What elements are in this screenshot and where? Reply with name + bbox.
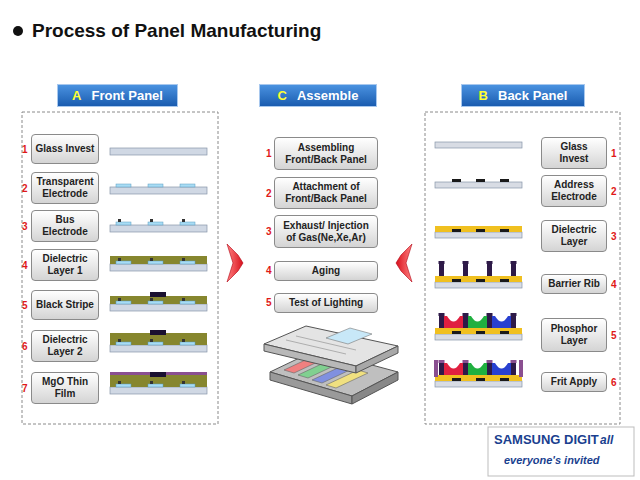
box-text: Exhaust/ Injection of Gas(Ne,Xe,Ar)	[278, 220, 374, 244]
step-number: 5	[22, 300, 28, 311]
section-header: B Back Panel	[461, 84, 585, 107]
front-stage	[110, 292, 207, 311]
logo-frame	[488, 427, 634, 476]
process-box: Dielectric Layer	[541, 220, 607, 252]
box-text: Frit Apply	[551, 376, 597, 388]
process-box: Dielectric Layer 1	[31, 249, 99, 281]
section-letter: A	[72, 88, 81, 103]
step-number: 4	[611, 279, 617, 290]
front-stage	[110, 372, 207, 394]
title-bullet	[13, 26, 23, 36]
process-box: MgO Thin Film	[31, 372, 99, 404]
box-text: Transparent Electrode	[35, 176, 95, 200]
step-number: 3	[22, 221, 28, 232]
process-box: Transparent Electrode	[31, 172, 99, 204]
process-box: Exhaust/ Injection of Gas(Ne,Xe,Ar)	[274, 215, 378, 248]
back-stage	[434, 360, 523, 387]
front-stage	[110, 256, 207, 271]
back-layers	[434, 142, 523, 387]
step-number: 3	[266, 226, 272, 237]
section-header: C Assemble	[259, 84, 377, 107]
step-number: 4	[22, 260, 28, 271]
section-header: A Front Panel	[57, 84, 178, 107]
box-text: Glass Invest	[545, 141, 603, 165]
process-box: Assembling Front/Back Panel	[274, 137, 378, 170]
front-stage	[110, 330, 207, 352]
process-box: Black Stripe	[31, 290, 99, 320]
process-box: Glass Invest	[541, 137, 607, 169]
step-number: 1	[611, 148, 617, 159]
box-text: Front Panel	[91, 88, 163, 103]
box-text: Assemble	[297, 88, 358, 103]
back-stage	[435, 313, 522, 340]
section-letter: B	[479, 88, 488, 103]
back-stage	[435, 142, 522, 148]
step-number: 5	[611, 330, 617, 341]
box-text: Back Panel	[498, 88, 567, 103]
step-number: 3	[611, 231, 617, 242]
page-title: Process of Panel Manufacturing	[32, 20, 321, 42]
back-stage	[435, 261, 522, 288]
flow-arrow	[396, 244, 412, 282]
process-box: Test of Lighting	[274, 293, 378, 313]
back-region	[425, 112, 620, 424]
brand-slogan: everyone's invited	[504, 454, 600, 466]
box-text: Dielectric Layer 1	[35, 253, 95, 277]
process-box: Glass Invest	[31, 134, 99, 164]
box-text: Dielectric Layer	[545, 224, 603, 248]
box-text: Attachment of Front/Back Panel	[278, 181, 374, 205]
box-text: Glass Invest	[36, 143, 95, 155]
process-box: Frit Apply	[541, 372, 607, 392]
process-box: Phosphor Layer	[541, 318, 607, 352]
box-text: Dielectric Layer 2	[35, 334, 95, 358]
process-box: Address Electrode	[541, 175, 607, 207]
box-text: Bus Electrode	[35, 214, 95, 238]
process-box: Aging	[274, 261, 378, 281]
front-stage	[110, 148, 207, 155]
front-region	[22, 112, 218, 424]
process-box: Bus Electrode	[31, 210, 99, 242]
step-number: 2	[22, 183, 28, 194]
section-letter: C	[278, 88, 287, 103]
front-layers	[110, 148, 207, 394]
box-text: Phosphor Layer	[545, 323, 603, 347]
box-text: Assembling Front/Back Panel	[278, 142, 374, 166]
box-text: Test of Lighting	[289, 297, 363, 309]
step-number: 1	[22, 144, 28, 155]
box-text: Black Stripe	[36, 299, 94, 311]
box-text: MgO Thin Film	[35, 376, 95, 400]
process-box: Barrier Rib	[541, 274, 607, 294]
step-number: 1	[266, 148, 272, 159]
brand-logo: SAMSUNG DIGIT	[494, 432, 599, 447]
back-stage	[435, 226, 522, 238]
brand-logo: all	[600, 433, 613, 447]
step-number: 2	[266, 188, 272, 199]
back-stage	[435, 179, 522, 188]
process-box: Attachment of Front/Back Panel	[274, 177, 378, 209]
front-stage	[110, 184, 207, 194]
step-number: 6	[22, 341, 28, 352]
panel-illustration	[264, 326, 398, 404]
step-number: 4	[266, 265, 272, 276]
step-number: 5	[266, 297, 272, 308]
step-number: 7	[22, 383, 28, 394]
step-number: 2	[611, 186, 617, 197]
flow-arrow	[227, 244, 243, 282]
box-text: Address Electrode	[545, 179, 603, 203]
process-box: Dielectric Layer 2	[31, 330, 99, 362]
box-text: Aging	[312, 265, 340, 277]
box-text: Barrier Rib	[548, 278, 600, 290]
step-number: 6	[611, 377, 617, 388]
front-stage	[110, 219, 207, 232]
